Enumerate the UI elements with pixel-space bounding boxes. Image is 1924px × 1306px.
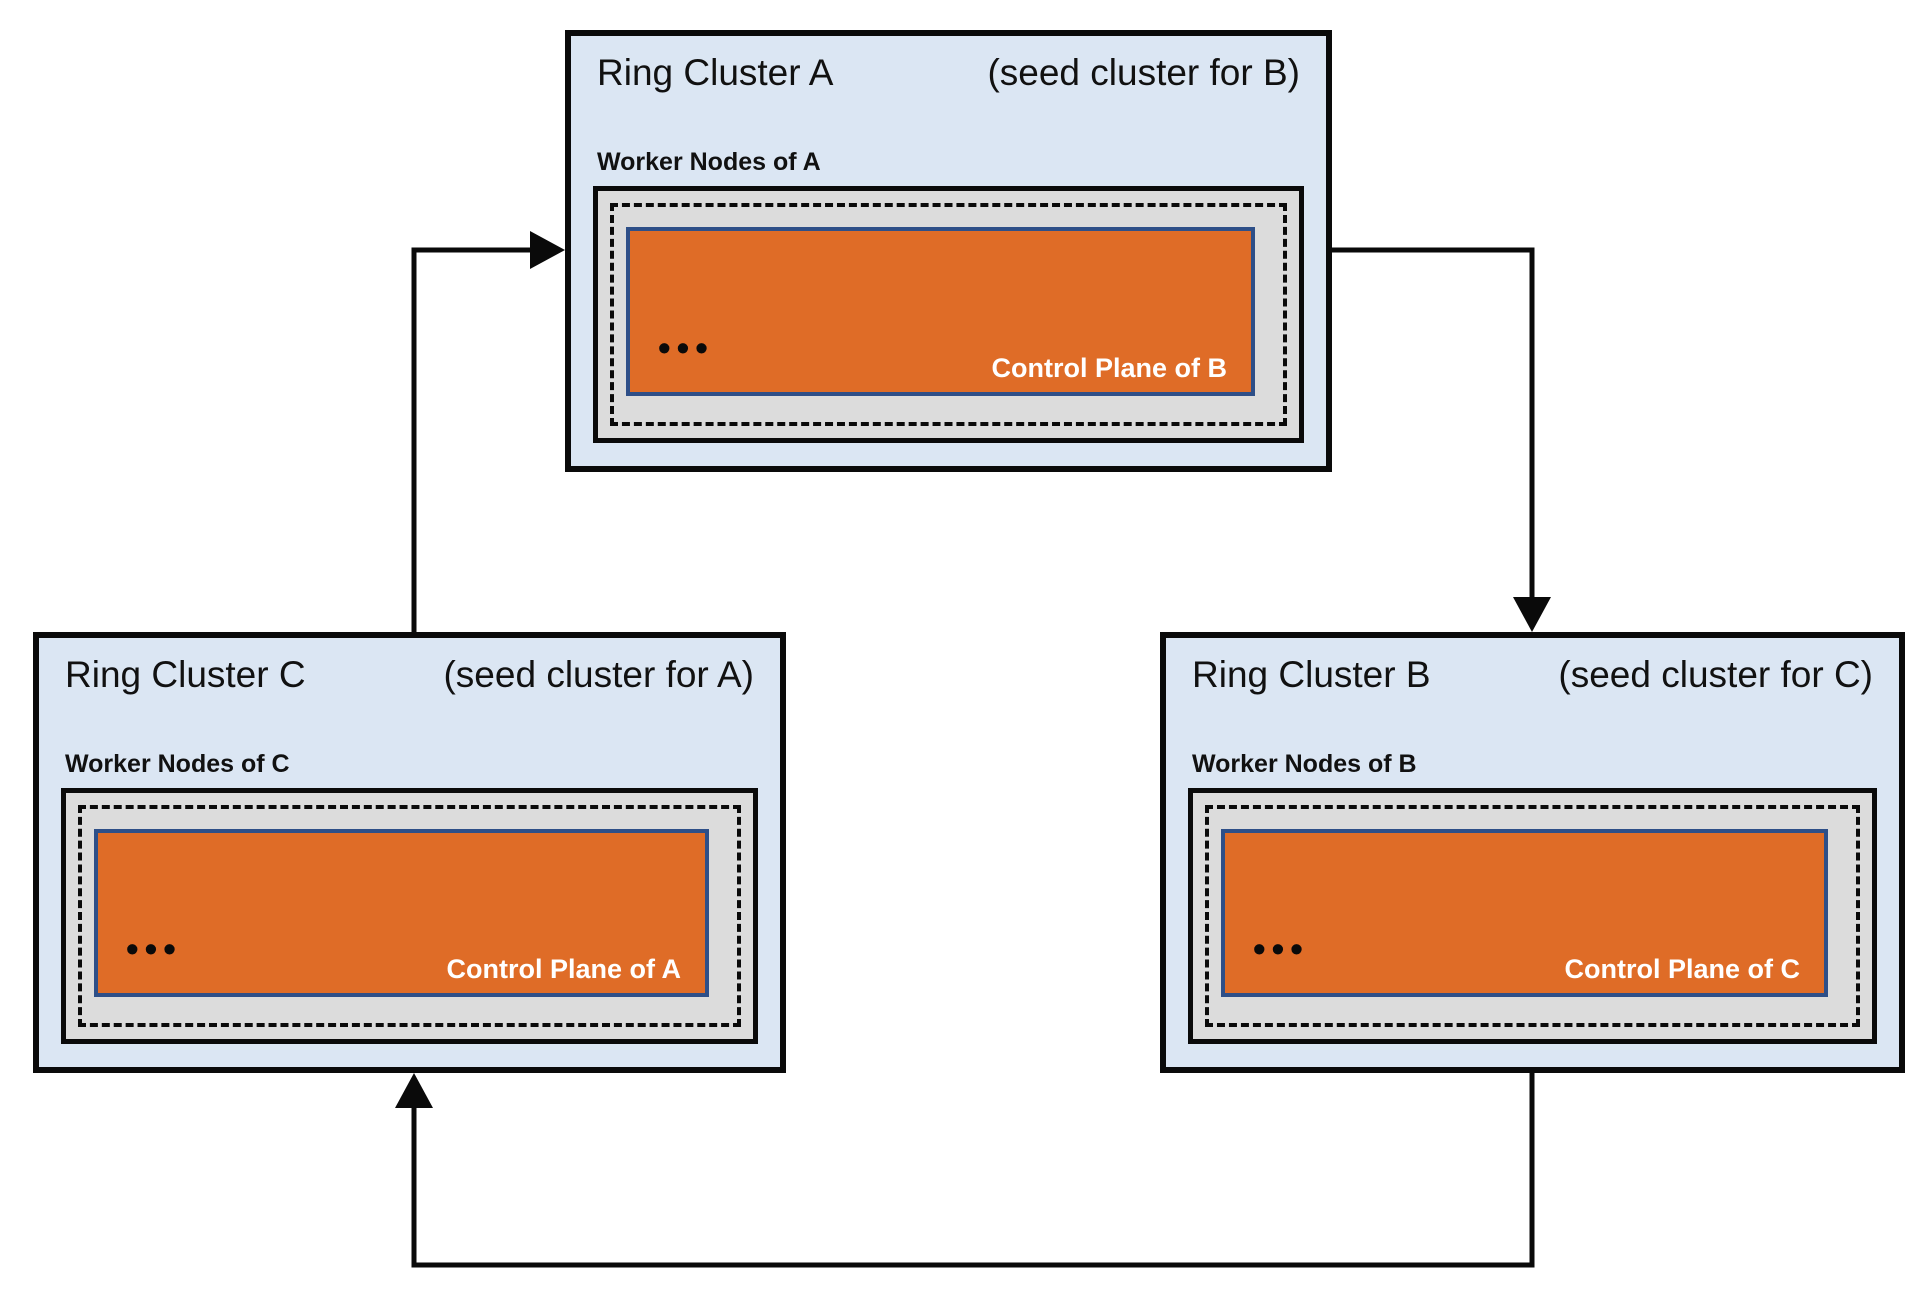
arrow-b-to-c: [411, 1071, 1535, 1268]
cluster-title: Ring Cluster C (seed cluster for A): [65, 652, 754, 698]
control-plane-box: ••• Control Plane of A: [94, 829, 709, 997]
cluster-box-b: Ring Cluster B (seed cluster for C) Work…: [1160, 632, 1905, 1073]
control-plane-box: ••• Control Plane of B: [626, 227, 1255, 396]
ellipsis-dots: •••: [126, 928, 182, 969]
dashed-boundary: ••• Control Plane of B: [610, 203, 1287, 426]
arrowhead-c-to-a: [530, 231, 565, 269]
ellipsis-dots: •••: [1253, 928, 1309, 969]
worker-nodes-box: ••• Control Plane of B: [593, 186, 1304, 443]
arrow-c-to-a: [411, 247, 534, 634]
control-plane-label: Control Plane of A: [446, 953, 682, 984]
cluster-seed-note: (seed cluster for A): [443, 654, 754, 695]
ellipsis-dots: •••: [658, 327, 714, 368]
cluster-box-c: Ring Cluster C (seed cluster for A) Work…: [33, 632, 786, 1073]
cluster-seed-note: (seed cluster for B): [987, 52, 1300, 93]
worker-nodes-box: ••• Control Plane of A: [61, 788, 758, 1044]
cluster-name: Ring Cluster A: [597, 52, 834, 93]
control-plane-label: Control Plane of C: [1564, 953, 1801, 984]
worker-nodes-box: ••• Control Plane of C: [1188, 788, 1877, 1044]
cluster-seed-note: (seed cluster for C): [1558, 654, 1873, 695]
cluster-name: Ring Cluster C: [65, 654, 306, 695]
cluster-title: Ring Cluster A (seed cluster for B): [597, 50, 1300, 96]
worker-nodes-label: Worker Nodes of B: [1192, 750, 1417, 778]
worker-nodes-label: Worker Nodes of A: [597, 148, 821, 176]
arrowhead-a-to-b: [1513, 597, 1551, 632]
worker-nodes-label: Worker Nodes of C: [65, 750, 290, 778]
cluster-title: Ring Cluster B (seed cluster for C): [1192, 652, 1873, 698]
cluster-name: Ring Cluster B: [1192, 654, 1431, 695]
dashed-boundary: ••• Control Plane of A: [78, 805, 741, 1027]
dashed-boundary: ••• Control Plane of C: [1205, 805, 1860, 1027]
arrowhead-b-to-c: [395, 1073, 433, 1108]
arrow-a-to-b: [1330, 247, 1535, 602]
cluster-box-a: Ring Cluster A (seed cluster for B) Work…: [565, 30, 1332, 472]
control-plane-label: Control Plane of B: [991, 352, 1228, 383]
control-plane-box: ••• Control Plane of C: [1221, 829, 1828, 997]
